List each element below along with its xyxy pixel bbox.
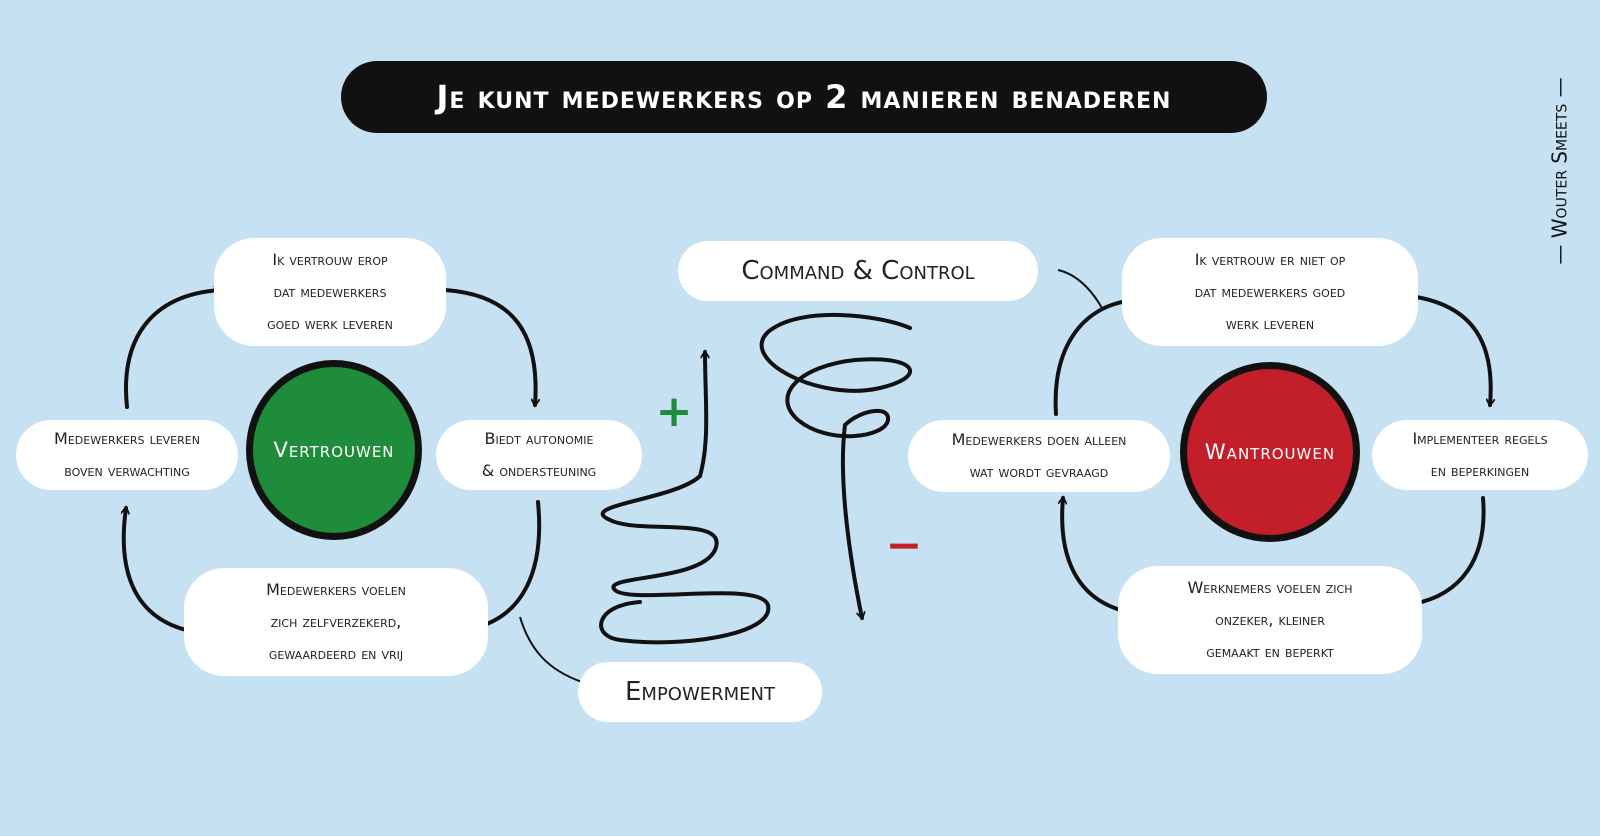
page-title: Je kunt medewerkers op 2 manieren benade… <box>341 61 1267 133</box>
right-bottom-bubble: Werknemers voelen zich onzeker, kleiner … <box>1118 566 1422 674</box>
right-cycle-arrows <box>1053 294 1491 614</box>
right-left-bubble: Medewerkers doen alleen wat wordt gevraa… <box>908 420 1170 492</box>
right-top-line-2: dat medewerkers goed <box>1194 282 1346 301</box>
trust-circle: Vertrouwen <box>246 360 422 540</box>
plus-sign: + <box>655 386 693 437</box>
empowerment-label: Empowerment <box>578 662 822 722</box>
right-right-line-1: Implementeer regels <box>1412 429 1548 448</box>
minus-sign: − <box>885 520 923 571</box>
arrow-left-to-top <box>124 290 220 409</box>
left-left-line-1: Medewerkers leveren <box>54 429 200 448</box>
arrow-bottom-to-left <box>124 508 188 632</box>
right-bottom-line-2: onzeker, kleiner <box>1215 610 1325 629</box>
spring-down <box>759 312 913 618</box>
left-cycle-arrows <box>124 288 542 632</box>
left-top-bubble: Ik vertrouw erop dat medewerkers goed we… <box>214 238 446 346</box>
left-bottom-bubble: Medewerkers voelen zich zelfverzekerd, g… <box>184 568 488 676</box>
left-right-bubble: Biedt autonomie & ondersteuning <box>436 420 642 490</box>
left-top-line-1: Ik vertrouw erop <box>272 250 388 269</box>
left-right-line-1: Biedt autonomie <box>484 429 594 448</box>
right-bottom-line-3: gemaakt en beperkt <box>1206 642 1334 661</box>
right-right-bubble: Implementeer regels en beperkingen <box>1372 420 1588 490</box>
left-top-line-3: goed werk leveren <box>267 314 393 333</box>
command-control-label: Command & Control <box>678 241 1038 301</box>
trust-label: Vertrouwen <box>273 438 395 462</box>
label-connectors <box>519 269 1104 683</box>
arrow-top-to-right <box>443 288 536 405</box>
connector-empowerment <box>519 616 583 683</box>
arrow-r-top-to-right <box>1408 294 1491 405</box>
left-bottom-line-3: gewaardeerd en vrij <box>268 644 404 663</box>
arrow-r-left-to-top <box>1053 300 1135 416</box>
right-right-line-2: en beperkingen <box>1430 461 1530 480</box>
left-top-line-2: dat medewerkers <box>273 282 387 301</box>
distrust-label: Wantrouwen <box>1204 440 1336 464</box>
left-left-bubble: Medewerkers leveren boven verwachting <box>16 420 238 490</box>
right-top-bubble: Ik vertrouw er niet op dat medewerkers g… <box>1122 238 1418 346</box>
arrow-r-bottom-to-left <box>1062 498 1130 614</box>
right-left-line-1: Medewerkers doen alleen <box>951 430 1127 449</box>
left-bottom-line-2: zich zelfverzekerd, <box>270 612 402 631</box>
arrow-r-right-to-bottom <box>1413 496 1486 604</box>
left-right-line-2: & ondersteuning <box>481 461 597 480</box>
right-left-line-2: wat wordt gevraagd <box>969 462 1109 481</box>
distrust-circle: Wantrouwen <box>1180 362 1360 542</box>
spring-up <box>599 352 771 645</box>
right-top-line-3: werk leveren <box>1225 314 1315 333</box>
left-bottom-line-1: Medewerkers voelen <box>266 580 406 599</box>
right-bottom-line-1: Werknemers voelen zich <box>1187 578 1353 597</box>
right-top-line-1: Ik vertrouw er niet op <box>1194 250 1346 269</box>
left-left-line-2: boven verwachting <box>64 461 190 480</box>
arrow-right-to-bottom <box>478 500 542 627</box>
connector-command-control <box>1057 269 1104 311</box>
